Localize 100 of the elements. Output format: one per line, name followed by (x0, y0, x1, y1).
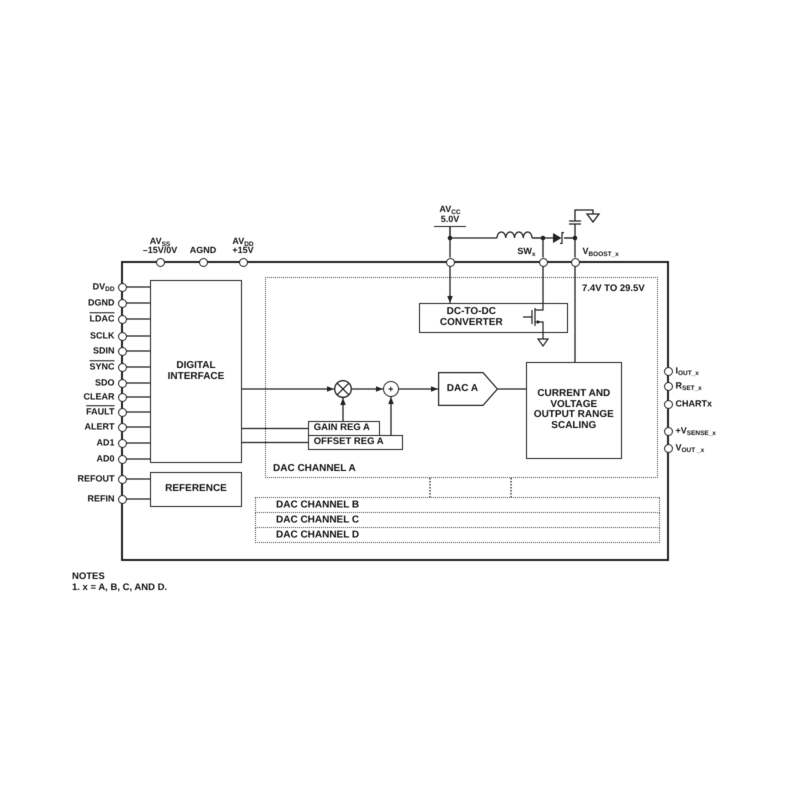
block-label: DC-TO-DC CONVERTER (438, 307, 504, 328)
wire (126, 478, 150, 480)
pin-icon (118, 392, 126, 402)
pin-icon (664, 366, 672, 376)
pin-label: I$_{OUT_x}$ (676, 366, 699, 376)
supply-label: AV$_{CC}$ (439, 205, 461, 214)
pin-label: +V$_{SENSE_x}$ (676, 426, 716, 436)
wire (126, 350, 150, 352)
wire (542, 266, 544, 303)
pin-icon (118, 408, 126, 416)
dotted-connector (510, 478, 512, 497)
pin-label: REFOUT (78, 474, 114, 484)
pin-icon (118, 332, 126, 340)
pin-icon (664, 426, 672, 436)
pin-label: FAULT (86, 407, 114, 417)
dac-channel-frame (265, 277, 658, 478)
pin-icon (118, 314, 126, 324)
block-label: REFERENCE (165, 484, 227, 495)
wire (126, 382, 150, 384)
wire (574, 266, 576, 362)
pin-icon (118, 362, 126, 372)
dac-block (438, 372, 498, 406)
frame-title: DAC CHANNEL C (276, 514, 360, 526)
pin-label: AGND (190, 246, 216, 256)
pin-icon (118, 378, 126, 388)
pin-icon (118, 494, 126, 504)
pin-icon (446, 258, 454, 266)
pin-icon (570, 258, 580, 266)
wire (449, 227, 497, 239)
pin-icon (238, 258, 248, 266)
frame-title: DAC CHANNEL A (273, 463, 356, 474)
pin-label: –15V/0V (142, 246, 178, 256)
arrow (447, 266, 453, 303)
pin-label: DGND (88, 298, 114, 308)
dac-channel-frame (255, 512, 660, 528)
pin-icon (664, 444, 672, 452)
pin-label: SYNC (89, 362, 114, 372)
pin-icon (118, 422, 126, 432)
dac-channel-frame (255, 497, 660, 513)
wire (242, 442, 308, 444)
frame-title: DAC CHANNEL B (276, 500, 360, 510)
pin-label: AD0 (96, 454, 114, 464)
pin-label: ALERT (84, 422, 114, 432)
block-label: OFFSET REG A (314, 437, 384, 448)
register-block (308, 434, 403, 450)
pin-label: LDAC (90, 314, 114, 324)
pin-label: AV$_{DD}$ (232, 236, 254, 246)
pin-label: DV$_{DD}$ (92, 282, 114, 292)
pin-label: SCLK (90, 331, 114, 341)
interface-block (150, 280, 242, 463)
pin-icon (118, 454, 126, 464)
block-label: + (388, 384, 394, 394)
voltage-range-label: 7.4V TO 29.5V (582, 283, 645, 294)
pin-label: REFIN (88, 494, 114, 504)
block-label: DIGITAL INTERFACE (166, 361, 226, 382)
pin-label: V$_{OUT _x}$ (676, 443, 704, 453)
frame-title: DAC CHANNEL D (276, 530, 360, 540)
wire (126, 286, 150, 288)
pin-label: SDIN (92, 346, 114, 356)
reference-block (150, 472, 242, 507)
pin-label: +15V (232, 246, 254, 256)
supply-label: 5.0V (440, 214, 460, 224)
arrow (352, 386, 383, 392)
wire (126, 458, 150, 460)
arrow (388, 397, 394, 435)
wire (126, 498, 150, 500)
supply-terminal (434, 203, 466, 227)
block-label: CURRENT AND VOLTAGE OUTPUT RANGE SCALING (532, 389, 615, 432)
block-label: GAIN REG A (314, 423, 370, 434)
pin-icon (156, 258, 164, 266)
scaling-block (526, 362, 622, 459)
pin-icon (198, 258, 208, 266)
dac-channel-frame (255, 527, 660, 543)
wire (532, 237, 553, 239)
pin-icon (118, 474, 126, 484)
wire (242, 428, 308, 430)
chip-outline (121, 261, 669, 561)
pin-icon (118, 282, 126, 292)
converter-block (418, 302, 568, 333)
pin-label: CHARTx (676, 399, 712, 409)
pin-icon (118, 298, 126, 308)
pin-icon (664, 382, 672, 390)
multiplier-icon (334, 380, 352, 398)
pin-icon (118, 438, 126, 448)
note-heading: NOTES (72, 571, 105, 582)
pin-label: R$_{SET_x}$ (676, 381, 702, 391)
wire (126, 366, 150, 368)
inductor-icon (497, 231, 532, 238)
arrow (399, 386, 438, 392)
register-block (308, 420, 380, 436)
wire (126, 335, 150, 337)
wire (564, 227, 576, 239)
pin-icon (664, 400, 672, 408)
arrow (242, 386, 334, 392)
capacitor-ground-icon (569, 209, 600, 227)
wire (126, 302, 150, 304)
arrow (340, 398, 346, 421)
pin-label: SDO (94, 378, 114, 388)
pin-label: SW$_{x}$ (517, 247, 536, 256)
block-label: DAC A (446, 383, 478, 394)
